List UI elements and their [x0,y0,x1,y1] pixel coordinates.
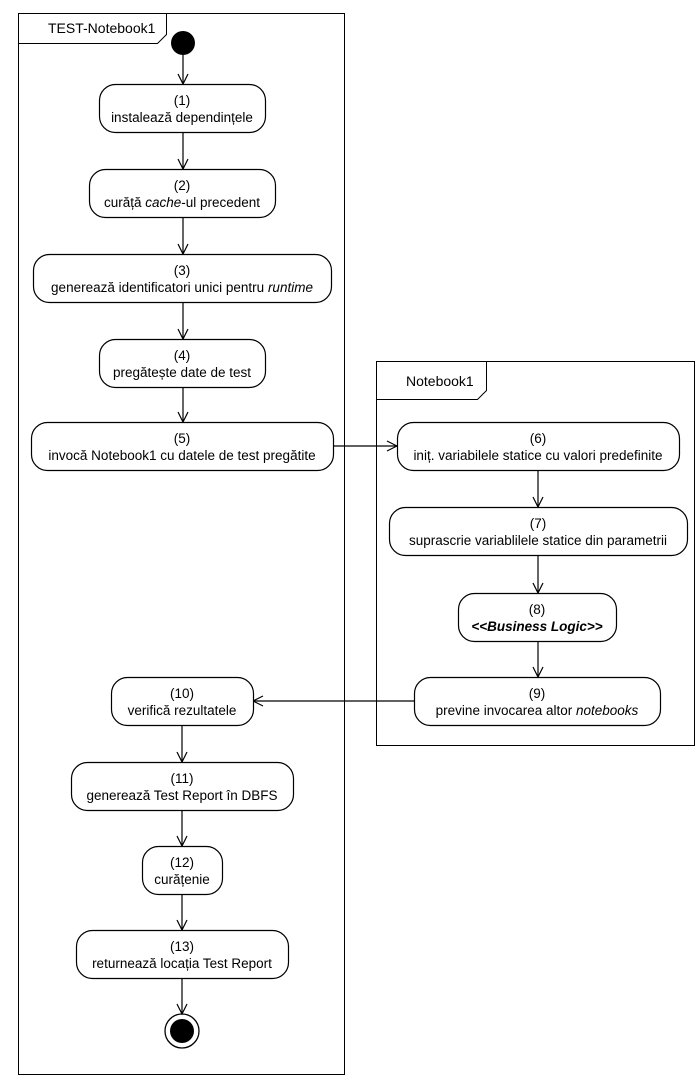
action-box [413,676,662,727]
action-label: invocă Notebook1 cu datele de test pregă… [48,448,315,463]
action-node-n2: (2) curăță cache-ul precedent [88,168,277,219]
action-nodes: (1) instalează dependințele (2) curăță cach… [30,83,689,980]
action-label: previne invocarea altor notebooks [436,703,639,718]
action-number: (7) [530,516,547,531]
action-node-n9: (9) previne invocarea altor notebooks [413,676,662,727]
action-label-segment: <<Business Logic>> [471,619,602,634]
action-number: (10) [170,686,194,701]
action-node-n7: (7) suprascrie variablilele statice din p… [388,506,689,557]
action-label-segment: curățenie [154,872,210,887]
action-label-segment: notebooks [576,703,639,718]
action-label-segment: returnează locația Test Report [92,956,272,971]
frame-notebook: Notebook1 [376,361,695,746]
action-box [75,929,290,980]
action-label-segment: cache [145,195,181,210]
action-label: verifică rezultatele [128,703,237,718]
action-number: (5) [174,431,191,446]
action-label: returnează locația Test Report [92,956,272,971]
action-box [457,592,618,643]
action-label-segment: verifică rezultatele [128,703,237,718]
action-node-n13: (13) returnează locația Test Report [75,929,290,980]
action-node-n4: (4) pregătește date de test [98,338,267,389]
action-label: curățenie [154,872,210,887]
action-label-segment: generează Test Report în DBFS [86,788,277,803]
action-label-segment: iniț. variabilele statice cu valori pred… [413,448,662,463]
action-label: suprascrie variablilele statice din para… [409,533,667,548]
action-label-segment: suprascrie variablilele statice din para… [409,533,667,548]
action-box [388,506,689,557]
action-number: (12) [170,855,194,870]
action-node-n6: (6) iniț. variabilele statice cu valori p… [396,421,681,472]
action-box [32,253,333,304]
action-label: generează identificatori unici pentru ru… [51,280,313,295]
action-label: generează Test Report în DBFS [86,788,277,803]
action-number: (2) [174,178,191,193]
action-box [98,338,267,389]
action-number: (1) [174,93,191,108]
action-label-segment: instalează dependințele [111,110,253,125]
action-number: (6) [530,431,547,446]
action-box [88,168,277,219]
action-number: (9) [529,686,546,701]
action-box [396,421,681,472]
action-node-n3: (3) generează identificatori unici pentru… [32,253,333,304]
action-number: (11) [170,771,193,786]
action-label: pregătește date de test [113,365,251,380]
action-label-segment: runtime [268,280,313,295]
action-box [30,421,335,472]
final-node [164,1013,200,1049]
action-label: iniț. variabilele statice cu valori pred… [413,448,662,463]
action-box [98,83,267,134]
action-label-segment: invocă Notebook1 cu datele de test pregă… [48,448,315,463]
frame-title-test-notebook: TEST-Notebook1 [48,20,156,36]
action-node-n10: (10) verifică rezultatele [110,676,255,727]
action-box [70,761,295,812]
action-number: (4) [174,348,191,363]
action-box [141,845,224,896]
action-label: <<Business Logic>> [471,619,602,634]
action-node-n8: (8) <<Business Logic>> [457,592,618,643]
action-box [110,676,255,727]
action-label-segment: pregătește date de test [113,365,251,380]
frame-test-notebook: TEST-Notebook1 [18,13,345,1075]
action-number: (3) [174,263,191,278]
initial-node [171,31,195,55]
action-label-segment: previne invocarea altor [436,703,576,718]
action-node-n1: (1) instalează dependințele [98,83,267,134]
frame-title-notebook: Notebook1 [406,373,474,389]
action-node-n12: (12) curățenie [141,845,224,896]
edges [182,55,538,1014]
action-label: curăță cache-ul precedent [104,195,260,210]
action-label-segment: -ul precedent [181,195,260,210]
action-label-segment: generează identificatori unici pentru [51,280,268,295]
action-label-segment: curăță [104,195,145,210]
action-number: (8) [529,602,546,617]
action-node-n5: (5) invocă Notebook1 cu datele de test pr… [30,421,335,472]
action-number: (13) [170,939,194,954]
action-node-n11: (11) generează Test Report în DBFS [70,761,295,812]
action-label: instalează dependințele [111,110,253,125]
